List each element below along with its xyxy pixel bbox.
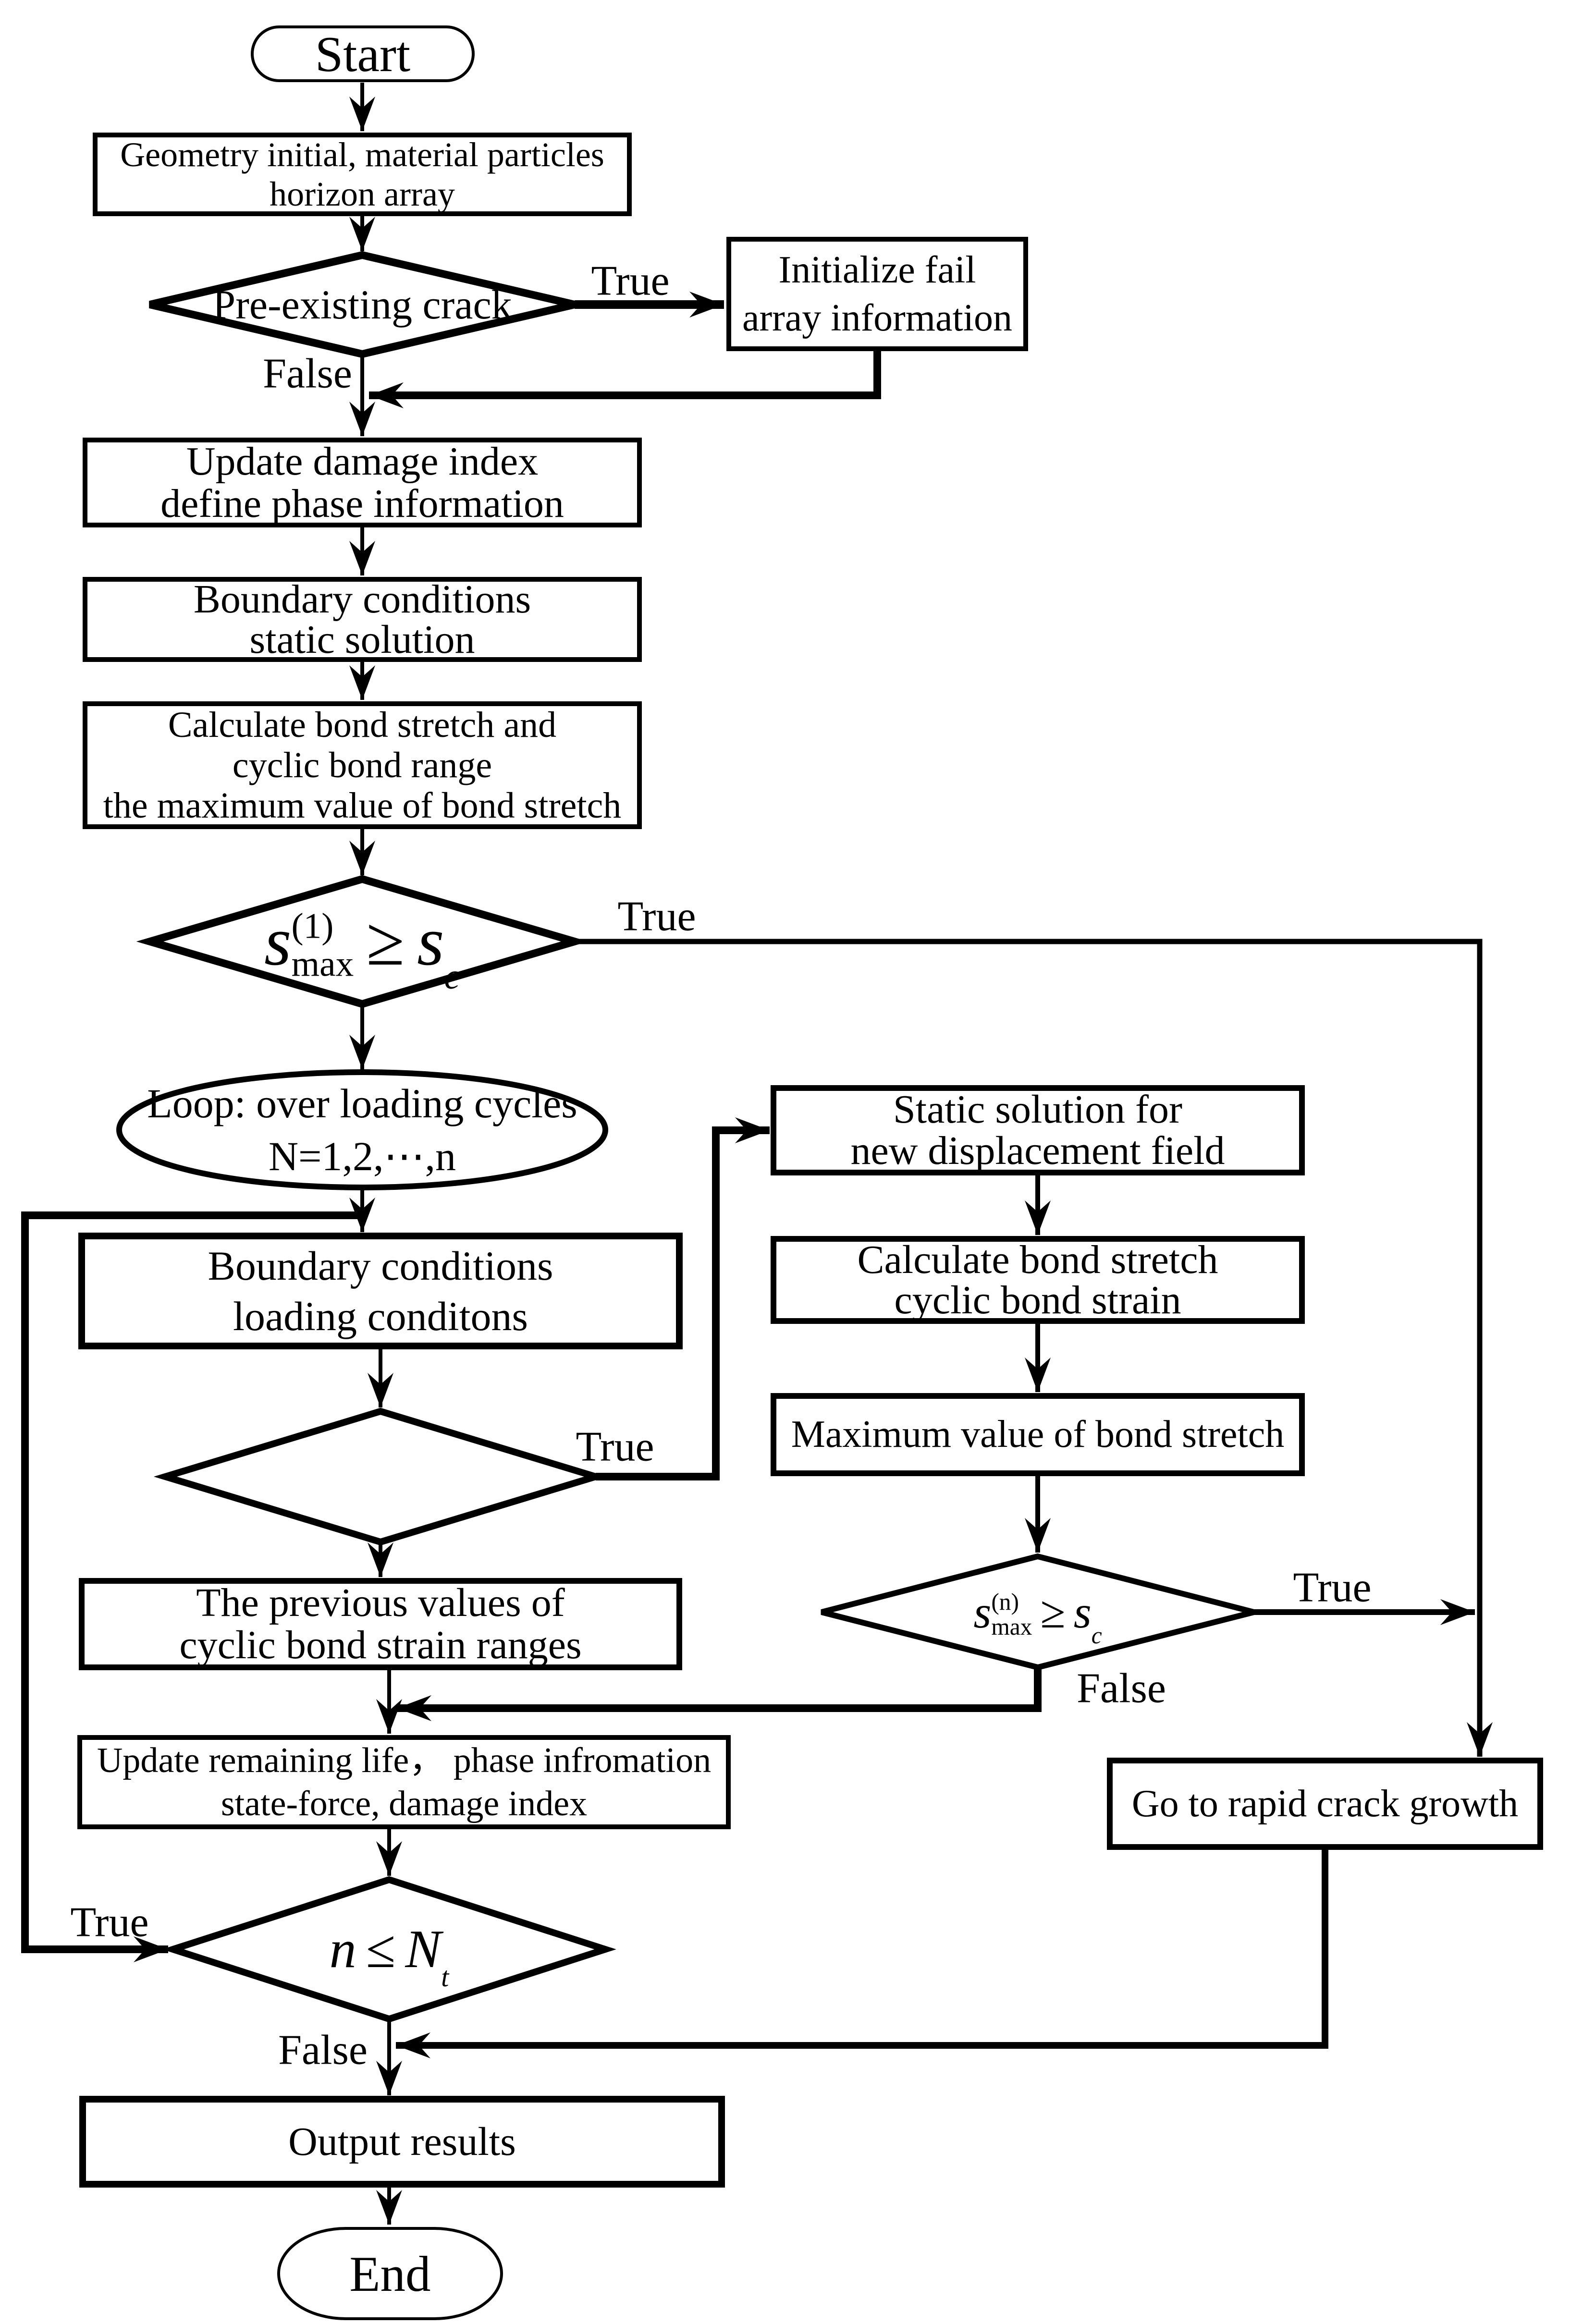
previous-values-box-shape (79, 1578, 682, 1670)
geometry-box-label: Geometry initial, material particles hor… (120, 135, 604, 213)
flow-nnt-true-loopback (21, 1211, 362, 1962)
boundary-loading-label: Boundary conditions loading conditons (208, 1242, 553, 1339)
calc-bond1-label: Calculate bond stretch and cyclic bond r… (103, 705, 622, 826)
edge-label-true-preexisting: True (591, 257, 670, 305)
preexisting-crack-label: Pre-existing crack (212, 281, 512, 328)
calc-bond2-label: Calculate bond stretch cyclic bond strai… (857, 1237, 1218, 1322)
update-damage-label: Update damage index define phase informa… (160, 439, 564, 526)
flow-initfail-merge (369, 349, 881, 408)
end-terminator-shape (277, 2227, 503, 2320)
edge-label-true-smaxn: True (1293, 1564, 1372, 1611)
output-box-shape (79, 2096, 725, 2188)
empty-decision-diamond-shape (153, 1407, 608, 1546)
edge-label-false-smaxn: False (1077, 1665, 1166, 1712)
output-label: Output results (288, 2119, 516, 2164)
max-value-label: Maximum value of bond stretch (791, 1413, 1285, 1456)
start-label: Start (315, 25, 411, 82)
edge-label-true-static: True (576, 1423, 654, 1470)
flow-smax1-true-rail (575, 939, 1493, 1757)
edge-label-true-smax1: True (617, 893, 696, 940)
initialize-fail-label: Initialize fail array information (742, 249, 1012, 339)
boundary-static-label: Boundary conditions static solution (193, 576, 531, 662)
update-life-label: Update remaining life， phase infromation… (97, 1741, 712, 1823)
flow-gorapid-merge (396, 1847, 1328, 2058)
loop-oval-label: Loop: over loading cycles N=1,2,⋯,n (147, 1080, 577, 1179)
go-rapid-label: Go to rapid crack growth (1131, 1782, 1519, 1825)
end-label: End (349, 2245, 431, 2302)
update-life-box-shape (77, 1735, 731, 1829)
flow-smaxn-false-merge (397, 1667, 1042, 1721)
previous-values-label: The previous values of cyclic bond strai… (179, 1580, 582, 1667)
edge-label-false-preexisting: False (263, 350, 352, 397)
start-terminator-shape (251, 25, 475, 82)
edge-label-true-loopback: True (70, 1899, 149, 1946)
flow-decision-true-to-static (596, 1117, 770, 1480)
static-solution-label: Static solution for new displacement fie… (850, 1087, 1225, 1173)
edge-label-false-nnt: False (278, 2027, 368, 2074)
